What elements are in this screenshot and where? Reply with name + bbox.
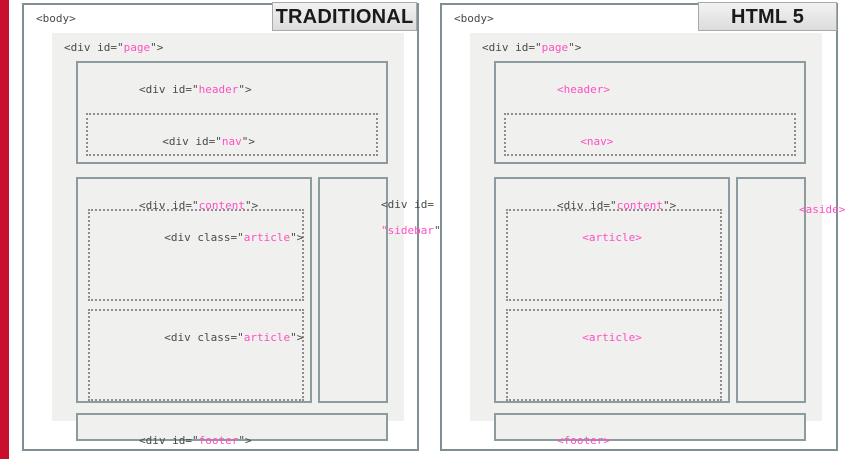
traditional-nav-box: <div id="nav"> <box>86 113 378 156</box>
html5-body-tag: <body> <box>454 12 494 25</box>
html5-article2-tag: <article> <box>582 331 642 344</box>
left-accent-bar <box>0 0 9 459</box>
traditional-sidebar-label: <div id= "sidebar"> <box>328 185 447 250</box>
traditional-sidebar-box: <div id= "sidebar"> <box>318 177 447 403</box>
html5-article1-tag: <article> <box>582 231 642 244</box>
traditional-nav-pre: <div id=" <box>162 135 222 148</box>
html5-article-box-2: <article> <box>506 309 722 401</box>
html5-layout-panel: <body> <div id="page"> <header> <nav> <d… <box>440 3 845 451</box>
traditional-page-quote-open: " <box>116 41 124 54</box>
html5-content-pre: <div id=" <box>556 199 617 212</box>
traditional-article1-label: <div class="article"> <box>98 217 303 259</box>
traditional-article2-label: <div class="article"> <box>98 317 303 359</box>
html5-body-tag-text: <body> <box>454 12 494 25</box>
traditional-header-box: <div id="header"> <div id="nav"> <box>76 61 388 164</box>
traditional-nav-label: <div id="nav"> <box>96 121 255 163</box>
traditional-badge: TRADITIONAL <box>272 2 417 31</box>
traditional-header-value: header <box>198 83 239 96</box>
html5-footer-label: <footer> <box>504 420 610 462</box>
traditional-header-post: "> <box>238 83 252 96</box>
traditional-sidebar-pre: <div id= <box>380 198 434 211</box>
traditional-article1-pre: <div class=" <box>164 231 244 244</box>
html5-nav-tag: <nav> <box>580 135 614 148</box>
traditional-footer-pre: <div id=" <box>138 434 199 447</box>
traditional-article2-pre: <div class=" <box>164 331 244 344</box>
html5-content-box: <div id="content"> <article> <article> <box>494 177 730 403</box>
html5-page-quote-open: " <box>534 41 542 54</box>
html5-aside-box: <aside> <box>736 177 845 403</box>
html5-aside-label: <aside> <box>746 189 845 231</box>
traditional-content-post: "> <box>244 199 259 212</box>
html5-aside-tag: <aside> <box>798 203 846 216</box>
html5-nav-label: <nav> <box>514 121 613 163</box>
html5-page-tag-post: "> <box>568 41 582 54</box>
traditional-body-tag: <body> <box>36 12 76 25</box>
traditional-content-value: content <box>198 199 245 212</box>
html5-page-region: <div id="page"> <header> <nav> <div id="… <box>470 33 845 447</box>
traditional-page-tag: <div id="page"> <box>64 41 163 54</box>
traditional-header-label: <div id="header"> <box>86 69 252 111</box>
traditional-page-tag-post: "> <box>150 41 164 54</box>
html5-content-label: <div id="content"> <box>504 185 676 227</box>
traditional-article2-value: article <box>243 331 291 344</box>
traditional-article2-post: "> <box>290 331 304 344</box>
traditional-nav-value: nav <box>221 135 242 148</box>
html5-header-box: <header> <nav> <box>494 61 806 164</box>
traditional-article-box-1: <div class="article"> <box>88 209 304 301</box>
html5-content-post: "> <box>662 199 677 212</box>
traditional-footer-post: "> <box>238 434 252 447</box>
html5-footer-tag: <footer> <box>556 434 610 447</box>
traditional-footer-value: footer <box>198 434 239 447</box>
html5-page-tag-pre: <div id= <box>482 41 535 54</box>
html5-article-box-1: <article> <box>506 209 722 301</box>
traditional-page-tag-value: page <box>123 41 151 54</box>
traditional-header-pre: <div id=" <box>138 83 199 96</box>
traditional-content-box: <div id="content"> <div class="article">… <box>76 177 312 403</box>
traditional-article1-post: "> <box>290 231 304 244</box>
traditional-article-box-2: <div class="article"> <box>88 309 304 401</box>
html5-page-tag: <div id="page"> <box>482 41 581 54</box>
traditional-layout-panel: <body> <div id="page"> <div id="header">… <box>22 3 447 451</box>
html5-content-value: content <box>616 199 663 212</box>
traditional-content-pre: <div id=" <box>138 199 199 212</box>
html5-article2-label: <article> <box>516 317 642 359</box>
html5-header-label: <header> <box>504 69 610 111</box>
traditional-footer-label: <div id="footer"> <box>86 420 252 462</box>
traditional-article1-value: article <box>243 231 291 244</box>
html5-article1-label: <article> <box>516 217 642 259</box>
traditional-page-region: <div id="page"> <div id="header"> <div i… <box>52 33 447 447</box>
traditional-nav-post: "> <box>241 135 255 148</box>
traditional-page-tag-pre: <div id= <box>64 41 117 54</box>
traditional-sidebar-value: "sidebar <box>380 224 434 237</box>
traditional-content-label: <div id="content"> <box>86 185 258 227</box>
html5-page-tag-value: page <box>541 41 569 54</box>
html5-header-tag: <header> <box>556 83 610 96</box>
traditional-footer-box: <div id="footer"> <box>76 413 388 447</box>
traditional-body-tag-text: <body> <box>36 12 76 25</box>
html5-footer-box: <footer> <box>494 413 806 447</box>
html5-badge: HTML 5 <box>698 2 837 31</box>
html5-nav-box: <nav> <box>504 113 796 156</box>
